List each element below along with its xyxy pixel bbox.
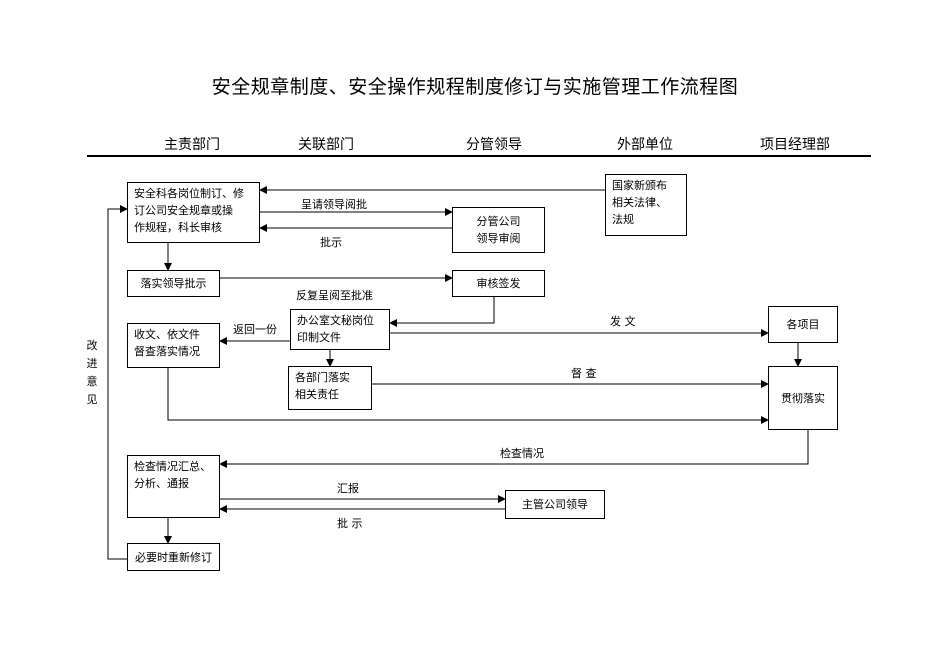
box-inspection-summary: 检查情况汇总、 分析、通报 <box>127 455 220 518</box>
box-leader-review: 分管公司 领导审阅 <box>452 207 545 253</box>
column-header-related-dept: 关联部门 <box>298 137 354 153</box>
arrow-sign-to-office <box>389 297 495 327</box>
box-projects: 各项目 <box>768 306 838 343</box>
page-title: 安全规章制度、安全操作规程制度修订与实施管理工作流程图 <box>211 76 739 98</box>
label-inspection: 检查情况 <box>500 447 544 460</box>
box-dept-responsibility: 各部门落实 相关责任 <box>288 366 372 410</box>
label-instruction-1: 批示 <box>320 236 342 249</box>
box-office-print: 办公室文秘岗位 印制文件 <box>290 309 390 350</box>
box-draft-regulations: 安全科各岗位制订、修 订公司安全规章或操 作规程，科长审核 <box>127 182 260 243</box>
arrow-execute-to-summary <box>219 430 809 468</box>
box-chief-leader: 主管公司领导 <box>505 490 605 519</box>
label-return-copy: 返回一份 <box>233 323 277 336</box>
label-report: 汇报 <box>337 482 359 495</box>
column-header-primary-dept: 主责部门 <box>164 137 220 153</box>
label-improvement-feedback: 改进意见 <box>86 339 98 406</box>
box-revise: 必要时重新修订 <box>127 543 220 571</box>
label-instruction-2: 批 示 <box>337 517 363 530</box>
box-receive-document: 收文、依文件 督查落实情况 <box>127 323 220 368</box>
label-supervise: 督 查 <box>571 367 597 380</box>
arrow-receive-to-execute <box>167 368 769 424</box>
box-execute: 贯彻落实 <box>768 366 838 430</box>
label-repeat-submit: 反复呈阅至批准 <box>296 289 373 302</box>
column-header-project-dept: 项目经理部 <box>760 137 830 153</box>
box-new-laws: 国家新颁布 相关法律、 法规 <box>605 174 687 236</box>
column-header-external: 外部单位 <box>617 137 673 153</box>
label-dispatch: 发 文 <box>610 315 636 328</box>
box-sign-issue: 审核签发 <box>452 270 545 297</box>
header-rule <box>87 155 871 157</box>
label-submit-review: 呈请领导阅批 <box>301 198 367 211</box>
box-implement-instruction: 落实领导批示 <box>127 270 220 297</box>
arrow-revise-feedback <box>107 205 128 560</box>
column-header-leader: 分管领导 <box>466 137 522 153</box>
